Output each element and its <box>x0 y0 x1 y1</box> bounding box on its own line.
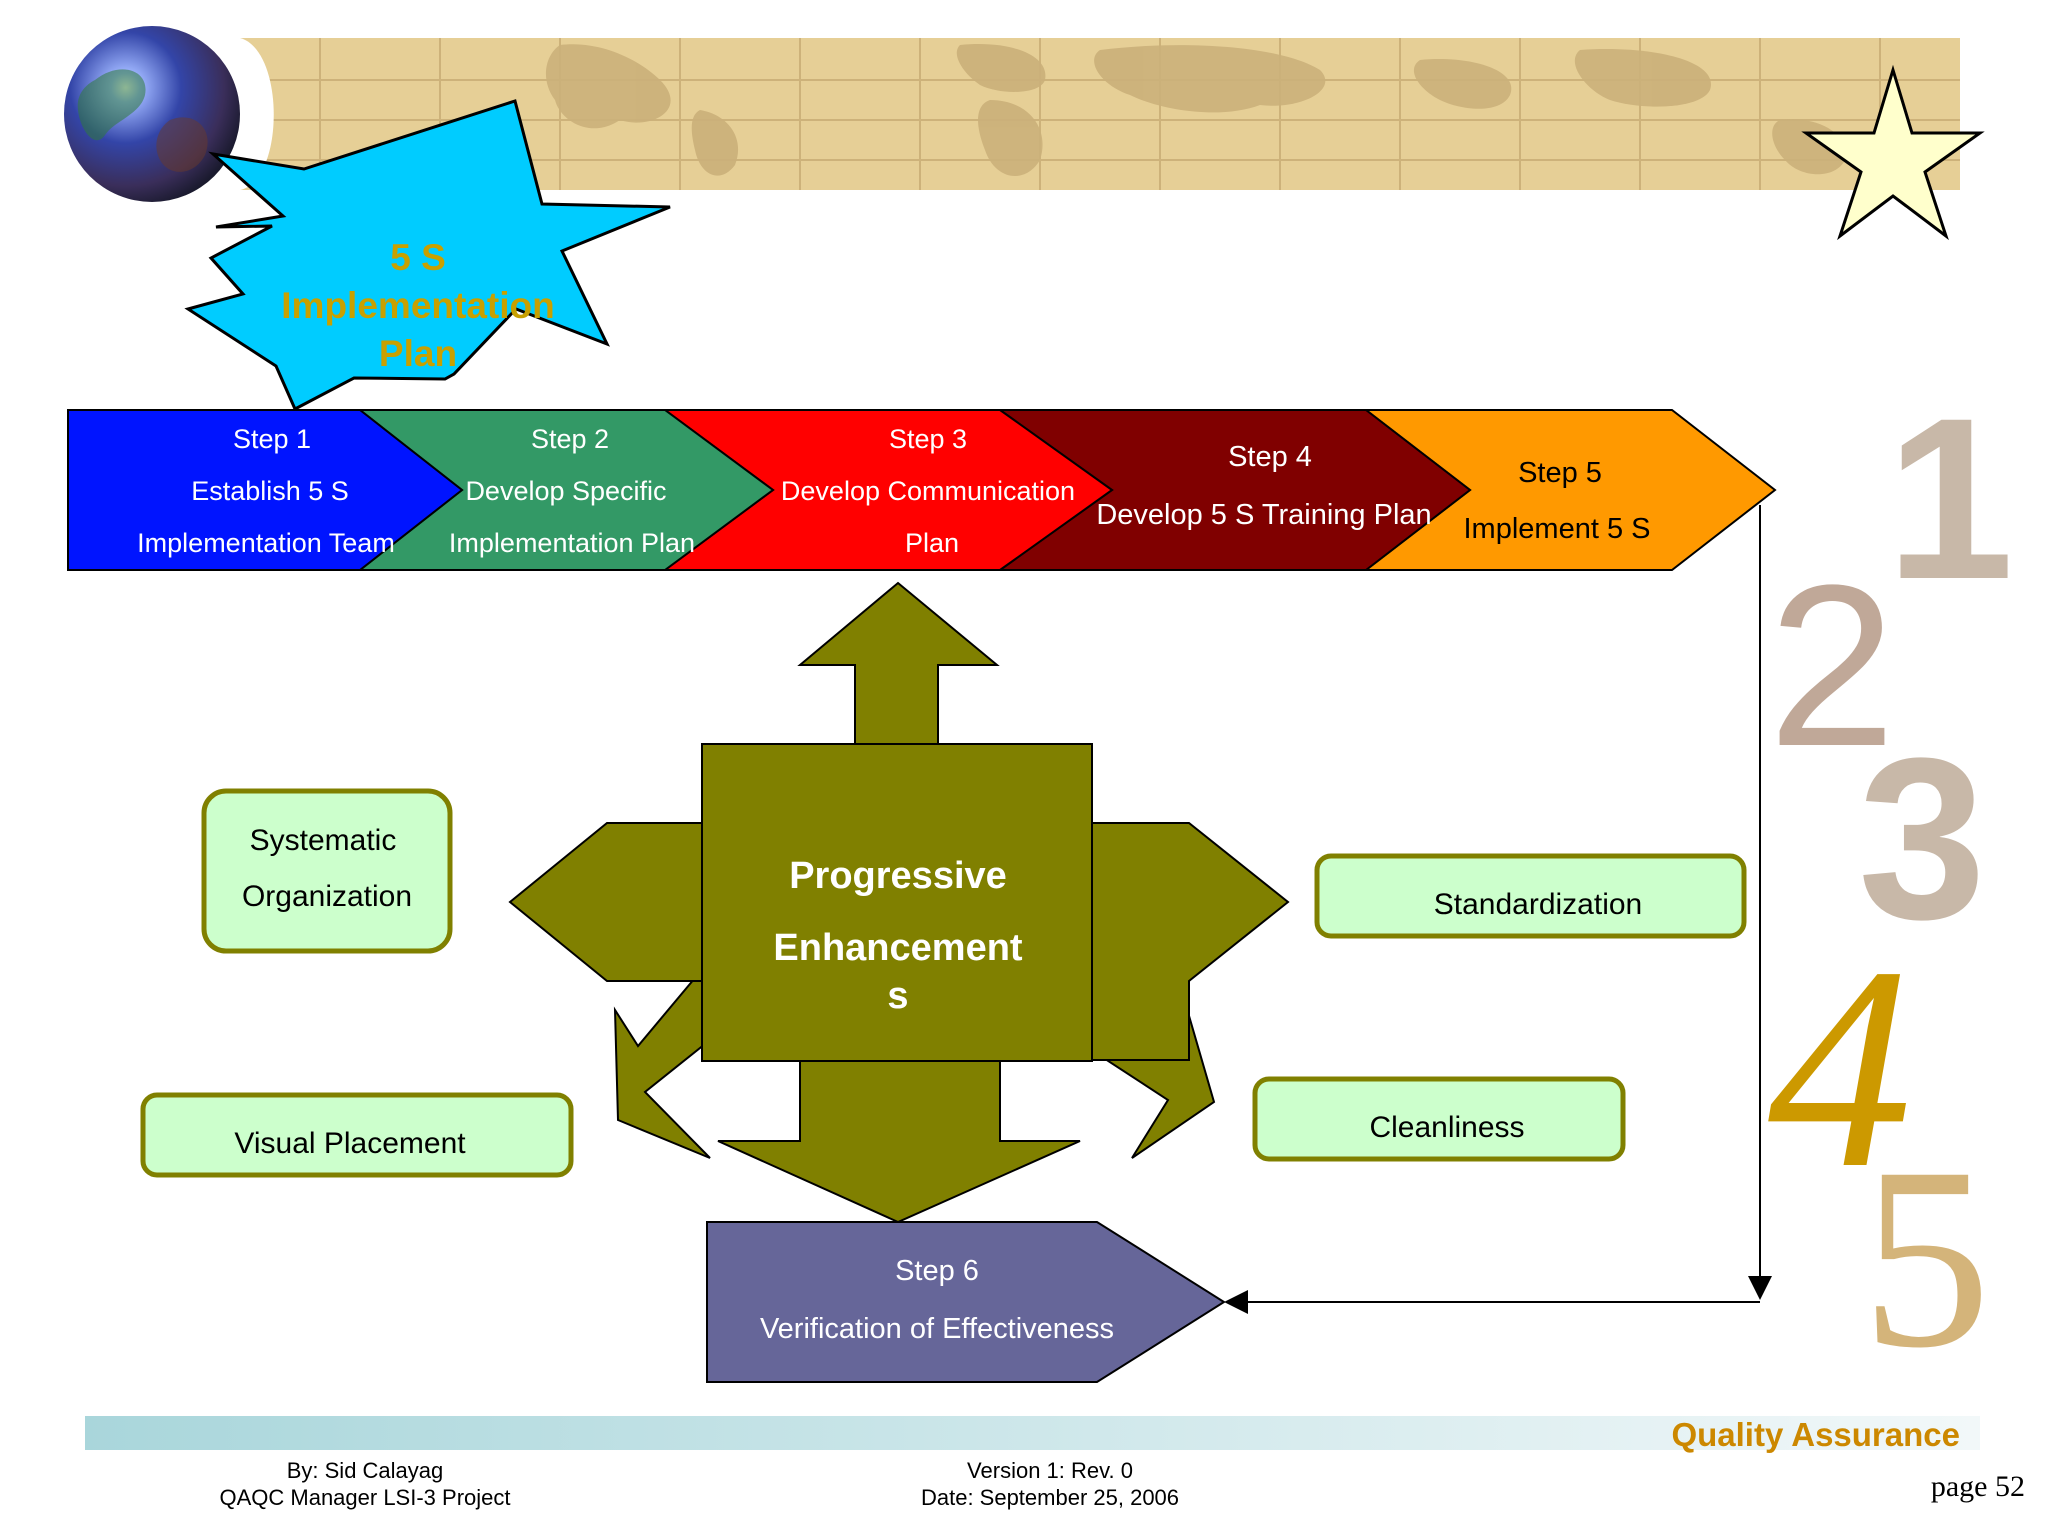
step-6-text: Verification of Effectiveness <box>760 1313 1114 1345</box>
step-6-chevron: Step 6 Verification of Effectiveness <box>706 1221 1226 1383</box>
center-title-line3: s <box>887 975 908 1017</box>
step-5-title: Step 5 <box>1518 457 1602 489</box>
step-3-text-line1: Develop Communication <box>781 476 1075 506</box>
step5-to-step6-connector <box>1224 505 1772 1314</box>
step-2-chevron: Step 2 Develop Specific Implementation P… <box>357 409 775 571</box>
center-title-line2: Enhancement <box>773 927 1023 969</box>
pillar-left-bottom-text: Visual Placement <box>234 1127 466 1160</box>
side-number-3: 3 <box>1858 710 1986 967</box>
footer-author-line2: QAQC Manager LSI-3 Project <box>219 1485 510 1510</box>
footer-page-number: page 52 <box>1931 1470 2025 1503</box>
star-icon <box>1801 64 1985 241</box>
pillar-left-top-line1: Systematic <box>250 824 397 857</box>
pillar-visual-placement: Visual Placement <box>140 1092 574 1178</box>
step-2-title: Step 2 <box>531 424 609 454</box>
center-title-line1: Progressive <box>789 855 1007 897</box>
pillar-standardization: Standardization <box>1314 853 1747 939</box>
step-4-text: Develop 5 S Training Plan <box>1096 499 1431 531</box>
step-3-chevron: Step 3 Develop Communication Plan <box>661 409 1114 571</box>
footer-band <box>85 1416 1980 1450</box>
step-1-text-line1: Establish 5 S <box>191 476 349 506</box>
side-number-5: 5 <box>1861 1114 1991 1402</box>
pillar-left-top-line2: Organization <box>242 880 412 913</box>
footer-version-line1: Version 1: Rev. 0 <box>967 1458 1133 1483</box>
step-1-text-line2: Implementation Team <box>137 528 395 558</box>
footer-version-line2: Date: September 25, 2006 <box>921 1485 1179 1510</box>
pillar-systematic-organization: Systematic Organization <box>201 788 453 954</box>
side-number-2: 2 <box>1768 537 1896 794</box>
step-2-text-line2: Implementation Plan <box>449 528 695 558</box>
step-6-title: Step 6 <box>895 1255 979 1287</box>
globe-icon <box>64 26 240 202</box>
step-2-text-line1: Develop Specific <box>465 476 666 506</box>
step-3-title: Step 3 <box>889 424 967 454</box>
step-4-title: Step 4 <box>1228 441 1312 473</box>
step-5-text: Implement 5 S <box>1464 513 1651 545</box>
implementation-plan-burst <box>184 99 671 412</box>
burst-title-line2: Implementation <box>281 285 554 326</box>
pillar-right-bottom-text: Cleanliness <box>1369 1111 1524 1144</box>
footer-brand: Quality Assurance <box>1671 1416 1960 1453</box>
step-4-chevron: Step 4 Develop 5 S Training Plan <box>996 409 1472 571</box>
step-1-chevron: Step 1 Establish 5 S Implementation Team <box>67 409 464 571</box>
step-1-title: Step 1 <box>233 424 311 454</box>
side-number-1: 1 <box>1886 370 2014 627</box>
center-box <box>701 743 1093 1062</box>
pillar-cleanliness: Cleanliness <box>1252 1076 1626 1162</box>
footer-author-line1: By: Sid Calayag <box>287 1458 444 1483</box>
burst-title-line1: 5 S <box>390 237 446 278</box>
burst-title-line3: Plan <box>379 333 457 374</box>
step-5-chevron: Step 5 Implement 5 S <box>1363 409 1777 571</box>
step-3-text-line2: Plan <box>905 528 959 558</box>
side-number-4: 4 <box>1768 907 1913 1228</box>
pillar-right-top-text: Standardization <box>1434 888 1642 921</box>
